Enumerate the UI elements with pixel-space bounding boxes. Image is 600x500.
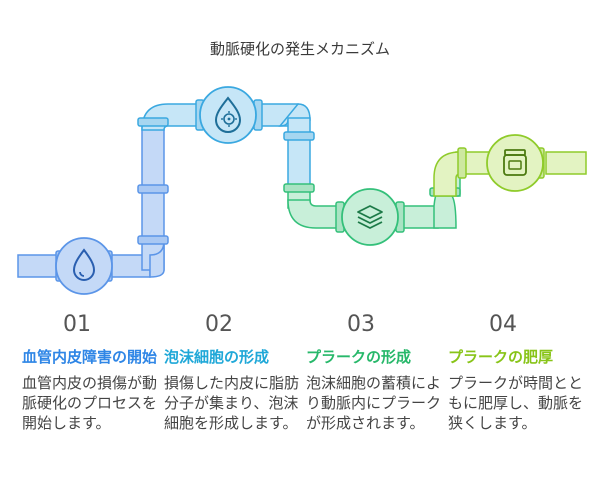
step-title: プラークの肥厚: [448, 348, 554, 366]
jar-icon: [503, 149, 527, 176]
step-description: プラークが時間とともに肥厚し、動脈を狭くします。: [448, 374, 584, 432]
water-drop-icon: [72, 248, 96, 281]
pipeline-diagram: [17, 86, 587, 295]
step-number: 04: [489, 312, 517, 337]
step-title: プラークの形成: [306, 348, 412, 366]
step-3: 03 プラークの形成 泡沫細胞の蓄積により動脈内にプラークが形成されます。: [306, 312, 446, 433]
step-description: 血管内皮の損傷が動脈硬化のプロセスを開始します。: [22, 374, 158, 432]
node-4: [486, 134, 544, 192]
step-title: 血管内皮障害の開始: [22, 348, 158, 366]
diagram-title: 動脈硬化の発生メカニズム: [209, 40, 390, 58]
layers-icon: [357, 205, 383, 229]
step-number: 02: [205, 312, 233, 337]
step-4: 04 プラークの肥厚 プラークが時間とともに肥厚し、動脈を狭くします。: [448, 312, 588, 433]
pipe-segment-2: [137, 99, 315, 189]
bacteria-drop-icon: [214, 96, 242, 133]
node-3: [341, 188, 399, 246]
node-2: [199, 86, 257, 144]
step-2: 02 泡沫細胞の形成 損傷した内皮に脂肪分子が集まり、泡沫細胞を形成します。: [164, 312, 304, 433]
step-description: 損傷した内皮に脂肪分子が集まり、泡沫細胞を形成します。: [164, 374, 300, 432]
step-description: 泡沫細胞の蓄積により動脈内にプラークが形成されます。: [306, 374, 442, 432]
step-title: 泡沫細胞の形成: [164, 348, 270, 366]
step-number: 01: [63, 312, 91, 337]
step-number: 03: [347, 312, 375, 337]
node-1: [55, 237, 113, 295]
step-1: 01 血管内皮障害の開始 血管内皮の損傷が動脈硬化のプロセスを開始します。: [22, 312, 162, 433]
